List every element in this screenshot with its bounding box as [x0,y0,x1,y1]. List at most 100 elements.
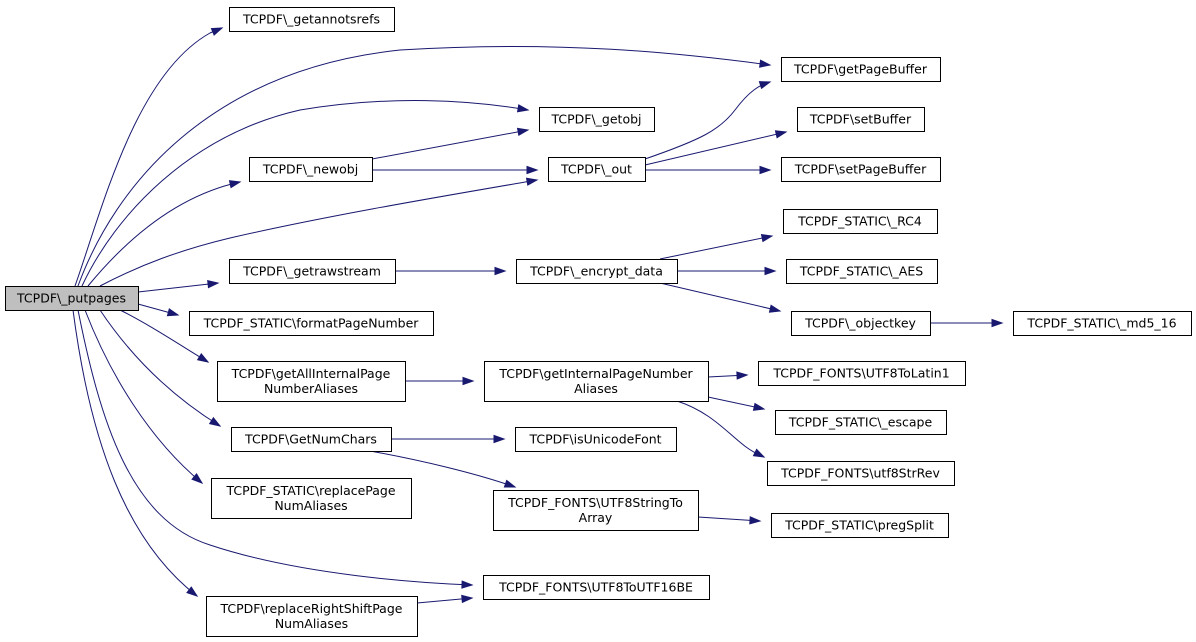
node-label: Array [579,510,613,525]
edge-arrowhead [516,127,530,137]
node-label: NumAliases [275,616,348,631]
edge-getrawstream-to-encrypt_data [395,266,507,276]
edge-newobj-to-getobj [371,127,530,160]
node-label: TCPDF\setPageBuffer [794,162,927,177]
edge-arrowhead [526,165,539,175]
node-box [797,107,925,132]
node-aes[interactable]: TCPDF_STATIC\_AES [786,259,938,284]
node-box [493,490,699,531]
node-formatPageNumber[interactable]: TCPDF_STATIC\formatPageNumber [189,311,434,336]
edge-line [369,450,516,488]
edge-arrowhead [210,27,224,36]
node-box [775,410,947,435]
edge-putpages-to-formatPageNumber [137,303,180,317]
edge-line [119,309,209,363]
node-box [516,259,678,284]
node-putpages[interactable]: TCPDF\_putpages [5,286,139,311]
edge-newobj-to-out [372,165,539,175]
node-label: TCPDF\GetNumChars [244,432,377,447]
node-label: TCPDF\isUnicodeFont [528,432,661,447]
edge-arrowhead [228,180,242,189]
node-pregSplit[interactable]: TCPDF_STATIC\pregSplit [771,513,949,538]
edge-line [644,131,787,166]
node-label: Aliases [574,381,618,396]
node-box [786,259,938,284]
node-escape[interactable]: TCPDF_STATIC\_escape [775,410,947,435]
node-setPageBuffer[interactable]: TCPDF\setPageBuffer [781,157,941,182]
node-getNumChars[interactable]: TCPDF\GetNumChars [231,427,392,452]
edge-arrowhead [736,371,749,380]
node-label: TCPDF_STATIC\formatPageNumber [203,316,420,331]
edge-line [659,282,781,312]
node-label: TCPDF\replaceRightShiftPage [220,601,403,616]
edge-line [77,45,771,287]
node-label: TCPDF_STATIC\_AES [799,264,923,279]
node-objectkey[interactable]: TCPDF\_objectkey [791,311,931,336]
node-getPageBuffer[interactable]: TCPDF\getPageBuffer [781,57,941,82]
edge-arrowhead [493,434,506,444]
node-box [791,311,931,336]
node-getrawstream[interactable]: TCPDF\_getrawstream [229,259,396,284]
edge-arrowhead [759,165,772,175]
edge-utf8StringToArray-to-pregSplit [697,516,762,525]
node-rc4[interactable]: TCPDF_STATIC\_RC4 [783,209,938,234]
edge-line [99,309,221,427]
edge-arrowhead [196,352,210,363]
node-box [1013,311,1192,336]
edge-putpages-to-replaceRightShift [72,309,199,597]
edge-putpages-to-getannotsrefs [74,27,224,287]
node-newobj[interactable]: TCPDF\_newobj [249,157,373,182]
node-isUnicodeFont[interactable]: TCPDF\isUnicodeFont [515,427,677,452]
node-label: TCPDF_FONTS\UTF8ToUTF16BE [498,580,693,595]
edge-arrowhead [462,376,475,386]
node-utf8StrRev[interactable]: TCPDF_FONTS\utf8StrRev [767,461,955,486]
node-utf8ToLatin1[interactable]: TCPDF_FONTS\UTF8ToLatin1 [758,361,966,386]
node-utf8ToUTF16BE[interactable]: TCPDF_FONTS\UTF8ToUTF16BE [483,575,710,600]
edge-out-to-setBuffer [644,130,788,166]
edge-arrowhead [991,318,1004,328]
edge-replaceRightShift-to-utf8ToUTF16BE [416,594,474,604]
edge-encrypt_data-to-aes [677,266,777,276]
node-label: TCPDF_STATIC\replacePage [225,483,395,498]
edge-getInternal-to-escape [707,396,766,411]
node-getobj[interactable]: TCPDF\_getobj [539,107,655,132]
node-getannotsrefs[interactable]: TCPDF\_getannotsrefs [229,7,395,32]
node-label: TCPDF_FONTS\utf8StrRev [780,466,940,481]
node-label: NumAliases [274,498,347,513]
node-box [515,427,677,452]
node-label: TCPDF_FONTS\UTF8ToLatin1 [772,366,949,381]
edge-getNumChars-to-isUnicodeFont [391,434,506,444]
edge-arrowhead [207,279,220,289]
edge-arrowhead [494,266,507,276]
edge-getAllInternal-to-getInternal [405,376,475,386]
edge-arrowhead [752,448,766,458]
node-box [483,575,710,600]
node-label: NumberAliases [264,381,358,396]
node-box [758,361,966,386]
edge-arrowhead [752,402,766,411]
edge-arrowhead [764,266,777,276]
edge-line [72,309,198,597]
edge-arrowhead [461,580,474,589]
node-out[interactable]: TCPDF\_out [548,157,646,182]
edge-line [84,309,203,484]
node-encrypt_data[interactable]: TCPDF\_encrypt_data [516,259,678,284]
node-md5_16[interactable]: TCPDF_STATIC\_md5_16 [1013,311,1192,336]
edge-line [644,81,771,160]
node-label: TCPDF\_objectkey [804,316,916,331]
node-box [484,361,709,402]
edge-arrowhead [191,473,204,484]
node-box [771,513,949,538]
edge-arrowhead [461,594,474,604]
edge-arrowhead [759,59,772,68]
edge-getNumChars-to-utf8StringToArray [369,450,517,488]
node-setBuffer[interactable]: TCPDF\setBuffer [797,107,925,132]
edge-line [99,179,538,287]
node-label: TCPDF\_getrawstream [242,264,381,279]
edge-arrowhead [186,586,199,597]
